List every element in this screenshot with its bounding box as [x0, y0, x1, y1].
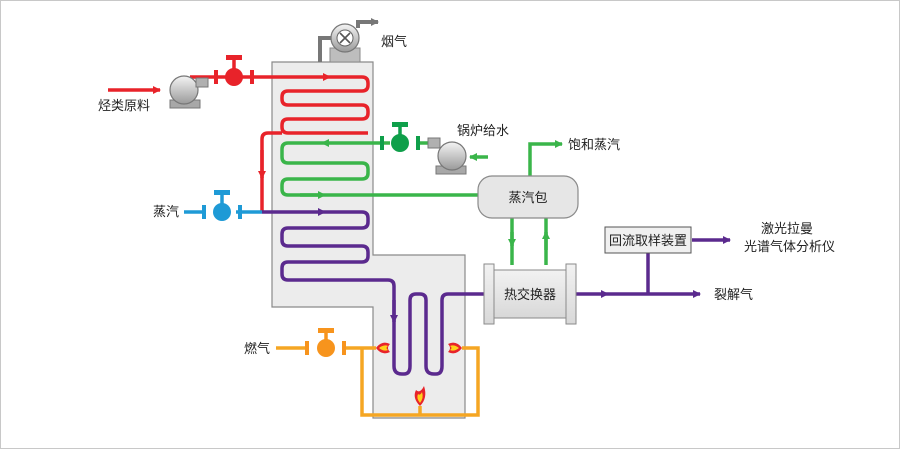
label-analyzer-line1: 激光拉曼: [761, 222, 813, 237]
feedstock-line: [108, 73, 370, 212]
fan-icon: [339, 32, 351, 44]
label-flue-gas: 烟气: [381, 34, 407, 50]
pump-icon: [169, 75, 199, 105]
label-saturated-steam: 饱和蒸汽: [568, 138, 620, 153]
flame-icon: [448, 342, 462, 354]
flue-gas-fan: [318, 18, 379, 63]
process-coil: [262, 208, 731, 376]
heat-exchanger: 热交换器: [483, 263, 577, 325]
label-boiler-water: 锅炉给水: [457, 123, 509, 139]
fuel-valve: [305, 328, 346, 357]
label-analyzer-line2: 光谱气体分析仪: [744, 239, 835, 255]
feedstock-valve: [214, 55, 254, 86]
boiler-water-valve: [380, 122, 420, 152]
flame-icon: [376, 342, 390, 354]
label-heat-exchanger: 热交换器: [504, 287, 556, 303]
boiler-water-line: [280, 139, 563, 265]
fuel-line: [276, 346, 480, 417]
label-cracked-gas: 裂解气: [714, 287, 753, 303]
steam-drum: 蒸汽包: [477, 175, 579, 219]
flame-icon: [414, 386, 426, 406]
valve-icon: [225, 68, 243, 86]
valve-icon: [317, 339, 335, 357]
label-sampling-device: 回流取样装置: [609, 234, 687, 249]
label-steam-drum: 蒸汽包: [508, 191, 547, 206]
furnace-body: [271, 61, 466, 419]
label-steam: 蒸汽: [153, 205, 179, 220]
label-feedstock: 烃类原料: [98, 99, 150, 114]
feed-pump: [169, 75, 209, 109]
valve-icon: [213, 203, 231, 221]
valve-icon: [391, 134, 409, 152]
pump-icon: [437, 141, 467, 171]
sampling-device: 回流取样装置: [604, 226, 692, 254]
boiler-water-pump: [427, 137, 467, 175]
label-fuel-gas: 燃气: [244, 341, 270, 357]
steam-valve: [202, 190, 242, 221]
